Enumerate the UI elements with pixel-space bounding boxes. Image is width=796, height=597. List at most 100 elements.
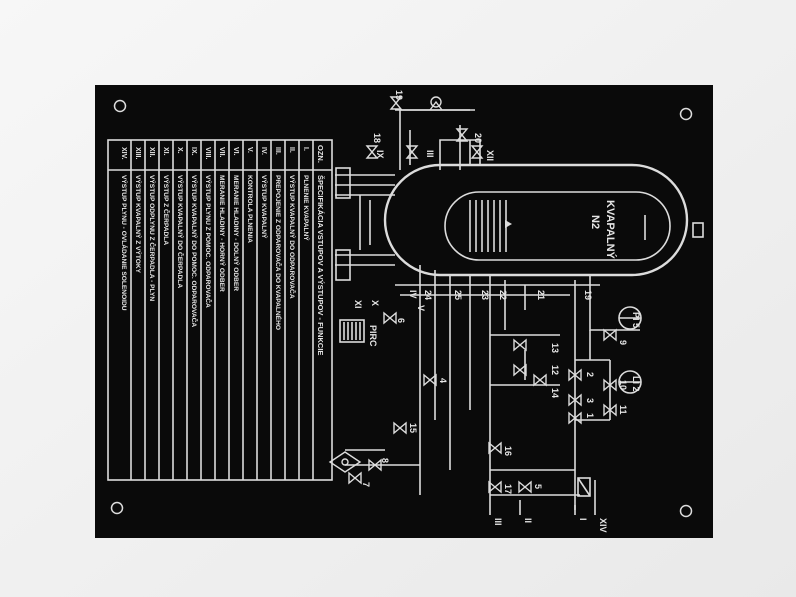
pipe-label: 18: [372, 133, 382, 143]
outlet-label: I: [578, 518, 588, 521]
exchanger-fins: [343, 322, 361, 340]
valve-number: 2: [585, 372, 595, 377]
gauge-icon: [430, 96, 442, 108]
valve-icon: [488, 480, 502, 494]
valve-icon: [568, 411, 582, 425]
pipe-label: IX: [375, 150, 385, 159]
three-way-valve-icon: [328, 451, 362, 473]
legend-table: OZN.ŠPECIFIKÁCIA VSTUPOV A VÝSTUPOV - FU…: [107, 139, 333, 481]
legend-row-code: VI.: [232, 147, 239, 156]
legend-row-desc: MERANIE HLADINY - HORNÝ ODBER: [218, 175, 227, 292]
pipe-label: 24: [423, 290, 433, 300]
legend-row-code: XII.: [148, 147, 155, 158]
valve-icon: [393, 421, 407, 435]
legend-row-code: X.: [176, 147, 183, 154]
heat-exchanger-icon: [339, 319, 365, 343]
tank-label-1: KVAPALNÝ: [604, 200, 617, 260]
legend-row-desc: VÝSTUP ODPLYNU Z ČERPADLA - PLYN: [148, 175, 157, 301]
valve-icon: [603, 328, 617, 342]
mounting-holes: [110, 99, 693, 518]
pipe-label: XII: [485, 150, 495, 161]
valve-number: 3: [585, 398, 595, 403]
li-label: LI 2: [631, 376, 641, 392]
legend-row-desc: VÝSTUP PLYNU Z POMOC. ODPAROVAČA: [204, 175, 213, 308]
legend-border: [107, 139, 333, 481]
valve-icon: [365, 145, 379, 159]
legend-row-code: V.: [246, 147, 253, 153]
legend-row-desc: VÝSTUP KVAPALNÝ DO ČERPADLA: [176, 175, 185, 288]
outlet-label: III: [493, 518, 503, 526]
left-flange-bottom: [335, 249, 351, 281]
mounting-hole-icon: [110, 501, 124, 515]
legend-row-code: XIV.: [120, 147, 127, 160]
legend-row-code: XIII.: [134, 147, 141, 160]
valve-icon: [423, 373, 437, 387]
bottom-header: [395, 284, 600, 296]
valve-number: 4: [438, 378, 448, 383]
legend-row-desc: PLNENIE KVAPALNÝ: [302, 175, 311, 241]
side-flange-icon: [692, 222, 704, 238]
pipe-label: 23: [480, 290, 490, 300]
process-diagram: KVAPALNÝ N2 PI 5 LI 2 PIRC: [328, 90, 704, 533]
valve-number: 16: [503, 446, 513, 456]
valve-number: 10: [618, 380, 628, 390]
pipe-label: 19: [583, 290, 593, 300]
legend-header-desc: ŠPECIFIKÁCIA VSTUPOV A VÝSTUPOV - FUNKCI…: [316, 175, 325, 355]
valve-icon: [405, 145, 419, 159]
valve-number: 17: [503, 484, 513, 494]
pump-label: PIRC: [368, 325, 378, 347]
tank-label-2: N2: [589, 215, 601, 229]
valve-number: 11: [618, 405, 628, 415]
legend-row-desc: PREPOJENIE Z ODPAROVAČA DO KVAPALNÉHO: [274, 175, 283, 330]
legend-row-desc: MERANIE HLADINY - DOLNÝ ODBER: [232, 175, 241, 291]
legend-row-code: II.: [288, 147, 295, 153]
pipe-label: 21: [536, 290, 546, 300]
left-flange-top: [335, 167, 351, 199]
valve-icon: [568, 393, 582, 407]
legend-row-desc: VÝSTUP KVAPALNÝ: [260, 175, 269, 239]
legend-row-code: IV.: [260, 147, 267, 155]
filter-slash: [577, 477, 591, 497]
legend-row-code: XI.: [162, 147, 169, 156]
gauge-stem: [429, 100, 443, 111]
mounting-hole-icon: [679, 504, 693, 518]
pipe-label: 20: [473, 133, 483, 143]
inner-tank-icon: [444, 191, 671, 261]
legend-row-code: IX.: [190, 147, 197, 156]
left-bypass: [359, 195, 371, 250]
valve-icon: [568, 368, 582, 382]
valve-icon: [513, 363, 527, 377]
valve-number: 9: [618, 340, 628, 345]
valve-number: 6: [396, 318, 406, 323]
valve-number: 1: [585, 413, 595, 418]
left-pipes: [335, 174, 395, 266]
valve-number: 8: [380, 458, 390, 463]
valve-icon: [455, 128, 469, 142]
valve-number: 12: [550, 365, 560, 375]
pipe-label: V: [416, 305, 426, 311]
valve-icon: [470, 145, 484, 159]
legend-row-desc: VÝSTUP PLYNU - OVLÁDANIE SOLENOIDU: [120, 175, 129, 311]
valve-hub: [341, 458, 349, 466]
liquid-level-icon: [469, 200, 507, 252]
valve-number: 15: [408, 423, 418, 433]
outer-tank-icon: [383, 163, 689, 277]
legend-row-desc: VÝSTUP KVAPALNÝ DO ODPAROVAČA: [288, 175, 297, 299]
outlet-stubs: [489, 480, 596, 515]
legend-row-desc: VÝSTUP KVAPALNÝ DO POMOC. ODPAROVAČA: [190, 175, 199, 327]
valve-icon: [348, 471, 362, 485]
pipe-label: 25: [453, 290, 463, 300]
pipe-label: XI: [353, 300, 363, 309]
valve-icon: [513, 338, 527, 352]
legend-row-desc: VÝSTUP Z ČERPADLA: [162, 175, 171, 245]
pipe-label: III: [425, 150, 435, 158]
legend-row-code: VII.: [218, 147, 225, 158]
legend-row-dividers: [130, 140, 314, 480]
outlet-label: XIV: [598, 518, 608, 533]
valve-icon: [603, 403, 617, 417]
valve-icon: [368, 458, 382, 472]
valve-icon: [383, 311, 397, 325]
lower-horizontal-pipes: [345, 449, 580, 496]
legend-row-code: III.: [274, 147, 281, 155]
